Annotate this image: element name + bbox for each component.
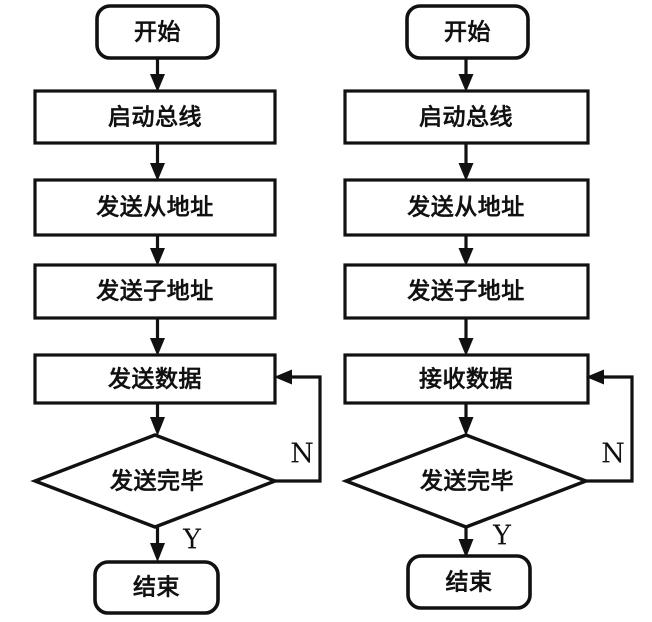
connector-start-to-step1 <box>458 58 474 92</box>
end-terminator-shape <box>406 554 532 610</box>
step4-label: 接收数据 <box>419 366 513 393</box>
decision-diamond-shape <box>30 433 280 529</box>
connector-decision-to-end-right: Y <box>458 521 512 558</box>
node-start-right[interactable]: 开始 <box>405 4 530 60</box>
flow-column-left: 开始 启动总线 发送从地址 发送子地址 <box>30 4 322 615</box>
node-step1-left[interactable]: 启动总线 <box>33 89 277 145</box>
arrow-down-icon <box>458 539 474 558</box>
decision-label: 发送完毕 <box>109 468 204 495</box>
arrow-left-icon <box>274 369 292 385</box>
connector-step2-to-step3 <box>150 235 165 266</box>
connector-step3-to-step4 <box>150 318 165 356</box>
arrow-down-icon <box>150 163 165 181</box>
decision-label: 发送完毕 <box>419 468 514 495</box>
node-decision-left[interactable]: 发送完毕 <box>30 433 280 529</box>
step2-label: 发送从地址 <box>406 194 525 221</box>
arrow-left-icon <box>586 369 604 385</box>
branch-label-yes: Y <box>492 521 512 552</box>
node-step3-left[interactable]: 发送子地址 <box>33 263 277 320</box>
connector-step1-to-step2 <box>458 143 474 181</box>
end-terminator-shape <box>93 560 220 615</box>
branch-label-yes: Y <box>182 525 202 556</box>
node-end-left[interactable]: 结束 <box>93 560 220 615</box>
start-label: 开始 <box>134 19 181 46</box>
arrow-down-icon <box>458 163 474 181</box>
node-step1-right[interactable]: 启动总线 <box>343 89 590 145</box>
process-box-shape <box>33 353 277 405</box>
process-box-shape <box>343 178 590 237</box>
flow-column-right: 开始 启动总线 发送从地址 发送子地址 <box>341 4 634 610</box>
connector-step3-to-step4 <box>458 318 474 356</box>
step1-label: 启动总线 <box>108 104 202 131</box>
node-start-left[interactable]: 开始 <box>95 4 220 60</box>
connector-start-to-step1 <box>150 58 165 92</box>
process-box-shape <box>33 263 277 320</box>
step4-label: 发送数据 <box>107 366 202 393</box>
branch-label-no: N <box>290 439 314 470</box>
end-label: 结束 <box>446 570 494 596</box>
start-label: 开始 <box>444 19 491 46</box>
node-step4-right[interactable]: 接收数据 <box>343 353 590 405</box>
step2-label: 发送从地址 <box>95 194 214 221</box>
process-box-shape <box>343 89 590 145</box>
arrow-down-icon <box>458 417 474 436</box>
node-step2-left[interactable]: 发送从地址 <box>33 178 277 237</box>
step1-label: 启动总线 <box>419 104 513 131</box>
arrow-down-icon <box>458 248 474 266</box>
connector-step1-to-step2 <box>150 143 165 181</box>
connector-step2-to-step3 <box>458 235 474 266</box>
process-box-shape <box>343 263 590 320</box>
connector-decision-to-end-left: Y <box>150 525 202 562</box>
branch-label-no: N <box>601 439 625 470</box>
connector-step4-to-decision <box>458 403 474 436</box>
step3-label: 发送子地址 <box>406 278 525 305</box>
arrow-down-icon <box>150 338 165 356</box>
node-decision-right[interactable]: 发送完毕 <box>341 433 591 529</box>
arrow-down-icon <box>458 74 474 92</box>
process-box-shape <box>33 89 277 145</box>
end-label: 结束 <box>133 575 181 601</box>
arrow-down-icon <box>458 338 474 356</box>
arrow-down-icon <box>150 74 165 92</box>
node-end-right[interactable]: 结束 <box>406 554 532 610</box>
connector-no-loop-right: N <box>586 369 634 483</box>
node-step4-left[interactable]: 发送数据 <box>33 353 277 405</box>
arrow-down-icon <box>150 248 165 266</box>
node-step3-right[interactable]: 发送子地址 <box>343 263 590 320</box>
arrow-down-icon <box>150 543 165 562</box>
node-step2-right[interactable]: 发送从地址 <box>343 178 590 237</box>
connector-step4-to-decision <box>150 403 165 436</box>
connector-no-loop-left: N <box>274 369 322 483</box>
step3-label: 发送子地址 <box>95 278 214 305</box>
process-box-shape <box>33 178 277 237</box>
arrow-down-icon <box>150 417 165 436</box>
